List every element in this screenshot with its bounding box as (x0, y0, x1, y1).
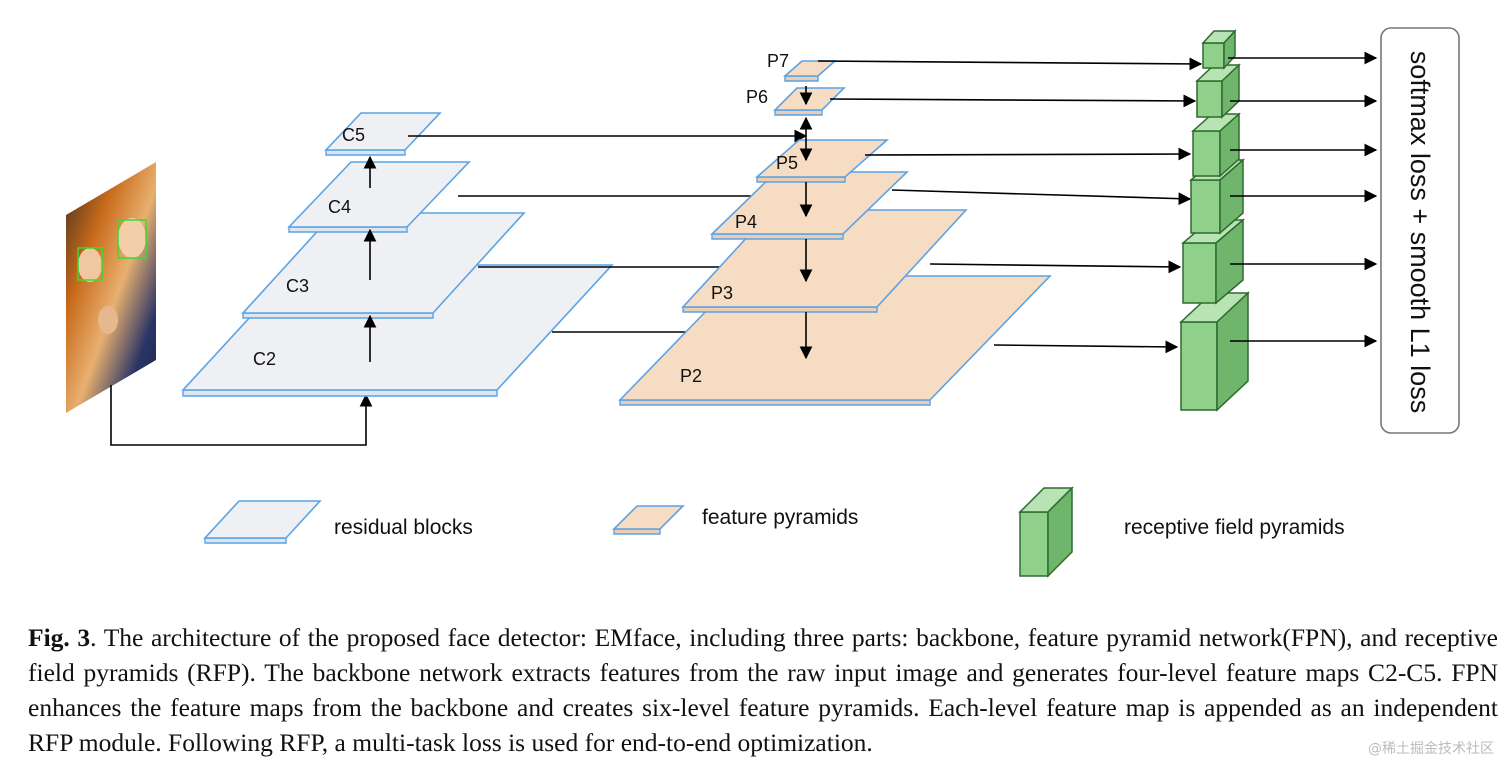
receptive-field-pyramids (1179, 29, 1250, 412)
rfp-to-loss-connections (1228, 51, 1378, 348)
legend-feature-swatch (612, 505, 685, 535)
input-image (66, 162, 156, 413)
pyramid-p5 (754, 139, 890, 183)
rfp-cube (1191, 112, 1241, 178)
legend-residual-label: residual blocks (334, 516, 473, 539)
pyramid-p4 (710, 171, 909, 240)
legend: residual blocks feature pyramids recepti… (203, 486, 1345, 578)
fpn-to-rfp-connections (817, 57, 1203, 354)
block-c3 (241, 212, 526, 319)
legend-receptive-label: receptive field pyramids (1124, 516, 1345, 539)
label-p6: P6 (746, 87, 768, 107)
loss-box: softmax loss + smooth L1 loss (1380, 27, 1460, 434)
architecture-diagram: C2 C3 C4 C5 (66, 27, 1460, 578)
figure-label: Fig. 3 (28, 623, 91, 652)
label-c3: C3 (286, 276, 309, 296)
rfp-cube (1201, 29, 1237, 70)
figure-caption: Fig. 3. The architecture of the proposed… (28, 620, 1498, 760)
watermark: @稀土掘金技术社区 (1368, 741, 1494, 757)
pyramid-p6 (773, 87, 846, 116)
legend-receptive-swatch (1018, 486, 1074, 578)
face-box (77, 247, 103, 281)
label-c4: C4 (328, 197, 351, 217)
label-p5: P5 (776, 153, 798, 173)
face-box (117, 219, 147, 259)
feature-pyramid: P2 P3 P4 P5 P6 P7 (618, 51, 1052, 406)
loss-label: softmax loss + smooth L1 loss (1405, 51, 1435, 413)
label-p3: P3 (711, 283, 733, 303)
label-p7: P7 (767, 51, 789, 71)
label-c2: C2 (253, 349, 276, 369)
pyramid-p7 (782, 60, 838, 82)
input-to-c2-arrow (110, 385, 373, 446)
caption-text: . The architecture of the proposed face … (28, 623, 1498, 757)
block-c4 (287, 161, 471, 233)
label-p2: P2 (680, 366, 702, 386)
block-c5 (324, 112, 442, 156)
rfp-cube (1195, 63, 1241, 119)
legend-residual-swatch (203, 500, 322, 544)
label-c5: C5 (342, 125, 365, 145)
label-p4: P4 (735, 212, 757, 232)
legend-feature-label: feature pyramids (702, 506, 858, 529)
backbone: C2 C3 C4 C5 (181, 112, 614, 397)
rfp-cube (1179, 291, 1250, 412)
